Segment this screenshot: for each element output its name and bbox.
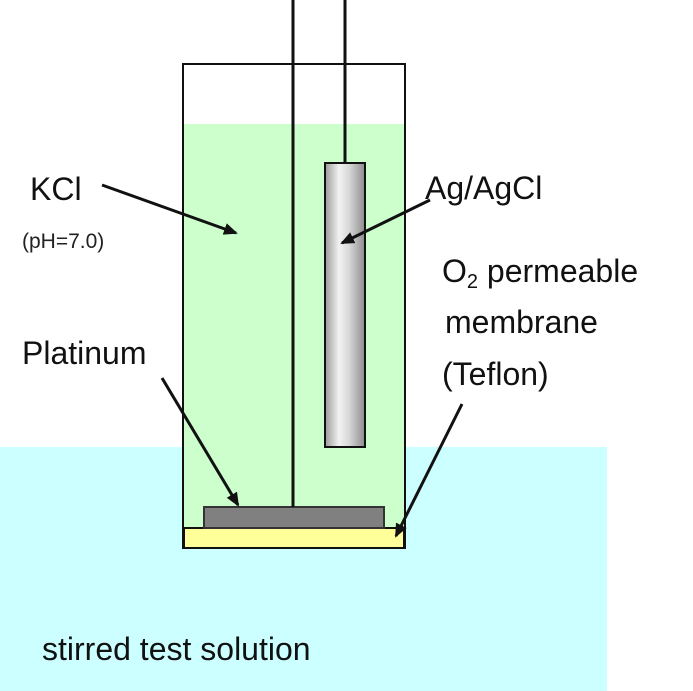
agcl-label: Ag/AgCl (425, 170, 542, 206)
platinum-arrow (160, 377, 240, 507)
solution-label: stirred test solution (42, 631, 311, 667)
kcl-arrow (101, 183, 238, 235)
membrane-label: membrane (445, 304, 598, 340)
agcl-electrode-rod (324, 162, 366, 448)
agcl-arrow (340, 198, 431, 245)
platinum-label: Platinum (22, 335, 147, 371)
teflon-membrane (183, 527, 405, 549)
ph-label: (pH=7.0) (22, 230, 104, 253)
o2-permeable-label: O2 permeable (442, 253, 638, 293)
teflon-label: (Teflon) (442, 356, 549, 392)
o2-rest: permeable (478, 253, 638, 289)
platinum-cathode (203, 506, 385, 529)
o2-subscript: 2 (467, 271, 478, 293)
o2-symbol: O (442, 253, 467, 289)
kcl-label: KCl (30, 171, 82, 207)
membrane-arrow (394, 403, 464, 538)
